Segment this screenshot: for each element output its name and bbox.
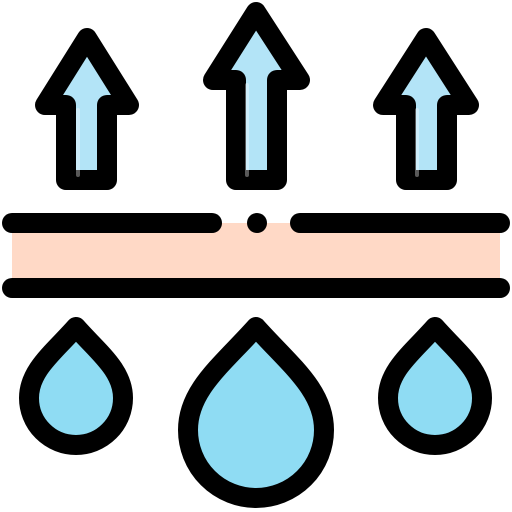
water-drops	[19, 317, 492, 508]
vapor-arrow-right-icon	[373, 28, 479, 190]
membrane-top-dot	[247, 213, 267, 233]
membrane-fill	[12, 223, 500, 287]
vapor-arrows	[35, 2, 479, 190]
water-drop-center-icon	[178, 317, 334, 508]
water-drop-right-icon	[378, 317, 492, 455]
water-drop-left-icon	[19, 317, 133, 455]
vapor-arrow-center-icon	[203, 2, 310, 190]
membrane-layer	[2, 213, 510, 298]
vapor-arrow-left-icon	[35, 28, 139, 190]
